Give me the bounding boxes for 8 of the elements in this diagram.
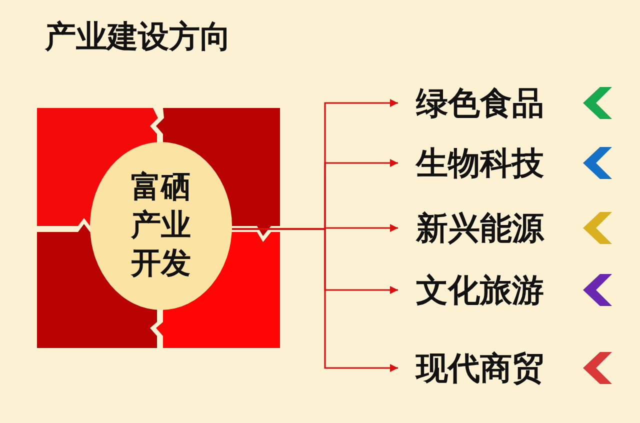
category-label: 绿色食品 bbox=[416, 85, 556, 121]
category-label: 现代商贸 bbox=[416, 350, 556, 386]
category-label: 新兴能源 bbox=[416, 210, 556, 246]
category-label: 生物科技 bbox=[416, 145, 556, 181]
center-label: 富硒产业开发 bbox=[130, 169, 192, 283]
category-label: 文化旅游 bbox=[416, 272, 556, 308]
title: 产业建设方向 bbox=[45, 22, 231, 53]
arrow bbox=[232, 228, 398, 372]
